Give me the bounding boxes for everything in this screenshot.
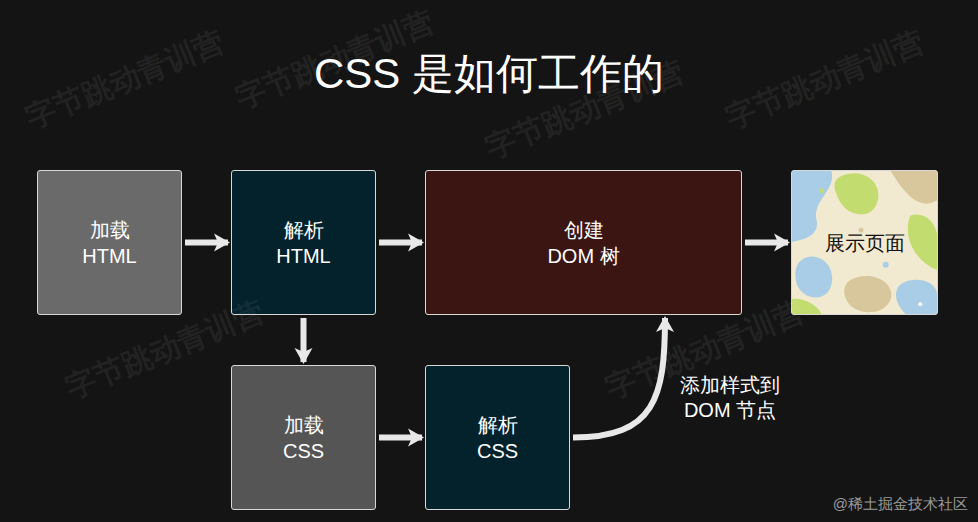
node-label: 解析 HTML <box>264 217 344 269</box>
node-label: 展示页面 <box>825 230 905 256</box>
node-label: 加载 CSS <box>264 412 344 464</box>
edge-label: 添加样式到 DOM 节点 <box>670 373 790 423</box>
flow-arrow <box>745 240 788 246</box>
process-box: 解析 HTML <box>231 170 376 315</box>
flow-arrow <box>185 240 228 246</box>
process-box: 加载 CSS <box>231 365 376 510</box>
process-box: 创建 DOM 树 <box>425 170 742 315</box>
node-label: 解析 CSS <box>458 412 538 464</box>
result-box: 展示页面 <box>791 170 938 315</box>
node-label: 创建 DOM 树 <box>544 217 624 269</box>
flow-arrow <box>379 240 422 246</box>
credit-label: @稀土掘金技术社区 <box>833 495 968 514</box>
process-box: 加载 HTML <box>37 170 182 315</box>
flow-arrow <box>301 318 307 362</box>
flow-arrow <box>379 435 422 441</box>
process-box: 解析 CSS <box>425 365 570 510</box>
watermark: 字节跳动青训营 <box>20 22 230 139</box>
node-label: 加载 HTML <box>70 217 150 269</box>
watermark: 字节跳动青训营 <box>720 22 930 139</box>
